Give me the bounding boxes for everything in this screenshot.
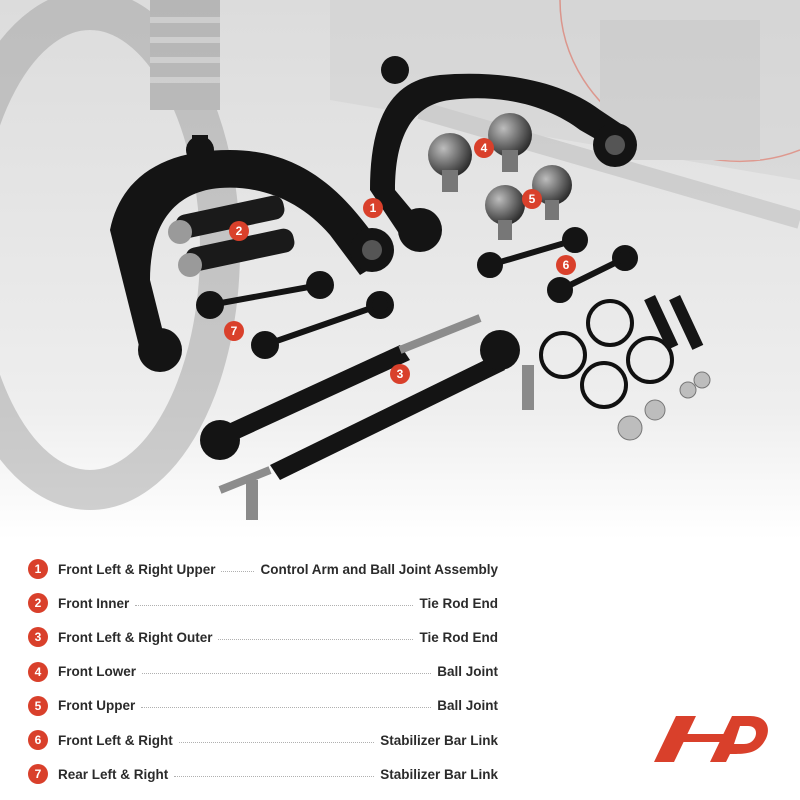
legend-part-name: Stabilizer Bar Link — [380, 732, 498, 748]
upper-control-arm-right — [370, 56, 637, 252]
legend-position: Front Left & Right Outer — [58, 629, 213, 645]
inner-tie-rod-ends — [168, 195, 295, 277]
nuts-washers — [617, 371, 711, 441]
callout-2: 2 — [229, 221, 249, 241]
legend-part-name: Stabilizer Bar Link — [380, 766, 498, 782]
legend-item: 3 Front Left & Right Outer Tie Rod End — [28, 620, 498, 654]
legend-position: Front Upper — [58, 698, 136, 714]
brand-logo-icon — [654, 716, 768, 762]
legend-part-name: Tie Rod End — [419, 595, 498, 611]
legend-position: Front Lower — [58, 664, 136, 680]
callout-5: 5 — [522, 189, 542, 209]
legend-number: 5 — [28, 695, 48, 716]
legend-item: 5 Front Upper Ball Joint — [28, 689, 498, 723]
legend-position: Rear Left & Right — [58, 766, 169, 782]
parts-photo — [0, 0, 800, 540]
legend-number: 7 — [28, 764, 48, 785]
leader-line — [218, 638, 414, 640]
upper-control-arm-left — [110, 135, 394, 372]
callout-6: 6 — [556, 255, 576, 275]
leader-line — [135, 604, 414, 606]
bolts — [644, 294, 704, 350]
legend-position: Front Inner — [58, 595, 130, 611]
front-stabilizer-links — [477, 227, 638, 303]
callout-3: 3 — [390, 364, 410, 384]
outer-tie-rod-ends — [200, 314, 534, 520]
hardware — [539, 299, 674, 409]
legend-position: Front Left & Right — [58, 732, 173, 748]
legend-number: 4 — [28, 661, 48, 682]
callout-7: 7 — [224, 321, 244, 341]
legend-number: 3 — [28, 627, 48, 648]
rear-stabilizer-links — [196, 271, 394, 359]
legend-item: 4 Front Lower Ball Joint — [28, 655, 498, 689]
legend-item: 6 Front Left & Right Stabilizer Bar Link — [28, 723, 498, 757]
leader-line — [174, 775, 375, 777]
leader-line — [141, 707, 432, 709]
leader-line — [178, 741, 375, 743]
legend-item: 2 Front Inner Tie Rod End — [28, 586, 498, 620]
legend-part-name: Control Arm and Ball Joint Assembly — [260, 561, 498, 577]
leader-line — [221, 570, 255, 572]
legend-position: Front Left & Right Upper — [58, 561, 216, 577]
parts-legend: 1 Front Left & Right Upper Control Arm a… — [28, 552, 498, 791]
leader-line — [142, 673, 432, 675]
legend-number: 2 — [28, 593, 48, 614]
lower-ball-joints — [428, 113, 532, 192]
legend-number: 1 — [28, 559, 48, 580]
callout-1: 1 — [363, 198, 383, 218]
legend-part-name: Tie Rod End — [419, 629, 498, 645]
legend-number: 6 — [28, 730, 48, 751]
legend-part-name: Ball Joint — [437, 698, 498, 714]
legend-item: 1 Front Left & Right Upper Control Arm a… — [28, 552, 498, 586]
upper-ball-joints — [485, 165, 572, 240]
callout-4: 4 — [474, 138, 494, 158]
legend-part-name: Ball Joint — [437, 664, 498, 680]
legend-item: 7 Rear Left & Right Stabilizer Bar Link — [28, 757, 498, 791]
